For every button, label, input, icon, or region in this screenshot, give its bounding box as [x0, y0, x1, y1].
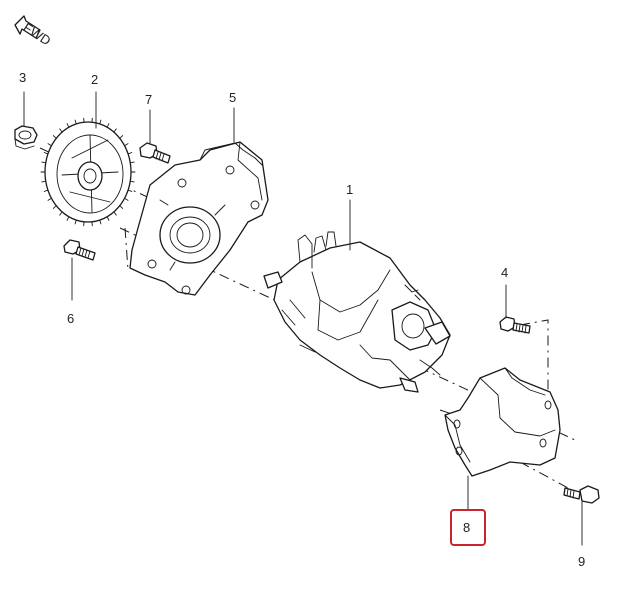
- part-4-bolt[interactable]: [499, 316, 531, 334]
- part-1-injection-pump[interactable]: [263, 231, 451, 393]
- callout-3[interactable]: 3: [19, 70, 26, 85]
- callout-2[interactable]: 2: [91, 72, 98, 87]
- sprocket-tooth: [127, 152, 133, 155]
- sprocket-tooth: [52, 205, 57, 209]
- fwd-arrow-icon: FWD: [14, 15, 54, 49]
- sprocket-tooth: [59, 128, 63, 133]
- sprocket-tooth: [113, 128, 117, 133]
- part-2-pump-sprocket[interactable]: [40, 117, 136, 227]
- part-5-mounting-plate[interactable]: [129, 141, 269, 296]
- sprocket-tooth: [41, 161, 47, 164]
- part-3-nut[interactable]: [14, 125, 38, 150]
- highlight-box: [450, 509, 486, 546]
- sprocket-tooth: [47, 143, 52, 147]
- sprocket-tooth: [113, 211, 117, 216]
- sprocket-tooth: [66, 216, 70, 221]
- centerline-bolt9: [519, 461, 569, 489]
- sprocket-tooth: [43, 152, 49, 155]
- sprocket-tooth: [106, 123, 110, 128]
- fwd-badge-text: FWD: [21, 20, 54, 49]
- centerline-bolt4: [519, 319, 549, 412]
- sprocket-tooth: [66, 123, 70, 128]
- part-7-bolt[interactable]: [139, 142, 171, 164]
- sprocket-tooth: [47, 197, 52, 201]
- callout-5[interactable]: 5: [229, 90, 236, 105]
- sprocket-tooth: [124, 197, 129, 201]
- centerline-lower: [124, 227, 129, 271]
- sprocket-tooth: [129, 180, 135, 183]
- sprocket-tooth: [99, 119, 102, 125]
- sprocket-tooth: [106, 216, 110, 221]
- callout-1[interactable]: 1: [346, 182, 353, 197]
- callout-8-highlight[interactable]: 8: [450, 509, 486, 546]
- sprocket-tooth: [99, 219, 102, 225]
- sprocket-tooth: [52, 135, 57, 139]
- callout-4[interactable]: 4: [501, 265, 508, 280]
- sprocket-tooth: [124, 143, 129, 147]
- sprocket-tooth: [59, 211, 63, 216]
- sprocket-tooth: [74, 119, 77, 125]
- sprocket-tooth: [74, 219, 77, 225]
- part-8-rear-bracket[interactable]: [444, 367, 561, 477]
- callout-7[interactable]: 7: [145, 92, 152, 107]
- sprocket-tooth: [129, 161, 135, 164]
- sprocket-tooth: [119, 135, 124, 139]
- part-9-bolt[interactable]: [563, 485, 600, 504]
- callout-6[interactable]: 6: [67, 311, 74, 326]
- sprocket-tooth: [41, 180, 47, 183]
- callout-9[interactable]: 9: [578, 554, 585, 569]
- sprocket-tooth: [119, 205, 124, 209]
- sprocket-tooth: [43, 189, 49, 192]
- callout-8[interactable]: 8: [463, 520, 470, 535]
- sprocket-tooth: [127, 189, 133, 192]
- part-6-bolt[interactable]: [63, 239, 96, 261]
